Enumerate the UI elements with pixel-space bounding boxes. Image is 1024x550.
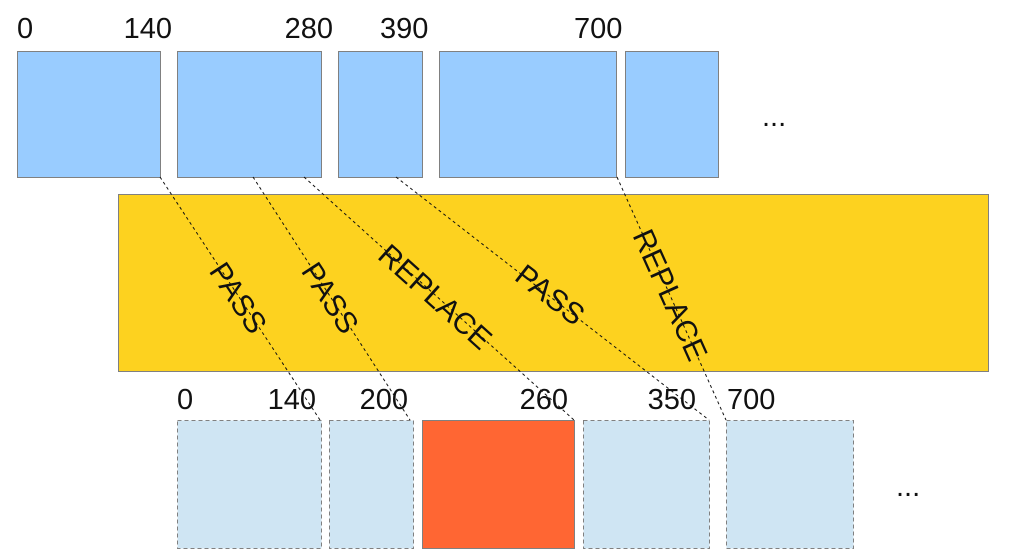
top-offset-label: 700 [574, 13, 622, 45]
connector-line [252, 176, 411, 421]
top-offset-label: 140 [124, 13, 172, 45]
bottom-ellipsis: ... [896, 471, 920, 503]
bottom-block [726, 420, 854, 549]
top-offset-label: 390 [380, 13, 428, 45]
top-block [17, 51, 161, 178]
connector-line [159, 176, 321, 421]
bottom-offset-label: 200 [360, 384, 408, 416]
top-ellipsis: ... [762, 101, 786, 133]
bottom-offset-label: 260 [520, 384, 568, 416]
bottom-offset-label: 0 [177, 384, 193, 416]
top-offset-label: 280 [285, 13, 333, 45]
bottom-offset-label: 140 [268, 384, 316, 416]
bottom-block [177, 420, 322, 549]
connector-line [303, 176, 575, 421]
connector-line [395, 176, 710, 421]
bottom-offset-label: 350 [648, 384, 696, 416]
top-offset-label: 0 [17, 13, 33, 45]
top-block [439, 51, 617, 178]
top-block [625, 51, 719, 178]
bottom-block [583, 420, 710, 549]
bottom-block [329, 420, 414, 549]
replaced-block [422, 420, 575, 549]
top-block [338, 51, 423, 178]
bottom-offset-label: 700 [727, 384, 775, 416]
connector-line [616, 176, 727, 421]
top-block [177, 51, 322, 178]
stream-band [118, 194, 989, 372]
